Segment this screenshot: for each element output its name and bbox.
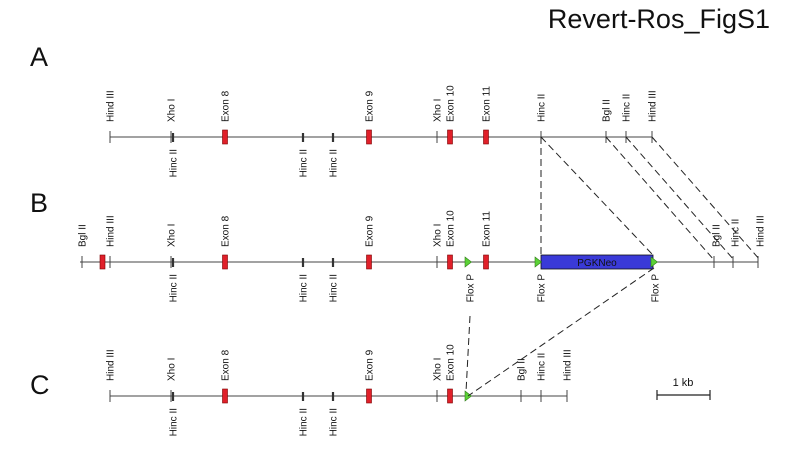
panel-a-label: Exon 9 [365, 90, 376, 122]
panel-c-label: Bgl II [517, 358, 528, 381]
panel-a-label: Bgl II [602, 99, 613, 122]
panel-c-label: Xho I [433, 358, 444, 381]
panel-b-label: Exon 9 [365, 215, 376, 247]
panel-letter-c: C [30, 370, 50, 400]
panel-a-label: Hind III [648, 90, 659, 122]
panel-b-label: Hind III [106, 215, 117, 247]
figure-title: Revert-Ros_FigS1 [547, 4, 770, 34]
loxp-site-2 [534, 256, 542, 268]
dashed-link-a-b [540, 136, 653, 255]
panel-b-exon [99, 254, 106, 270]
panel-a-label: Exon 11 [482, 86, 493, 122]
panel-b-label: Hind III [756, 215, 767, 247]
panel-a-exon [483, 129, 489, 145]
panel-a-label: Exon 10 [446, 85, 457, 122]
loxp-site-3 [650, 256, 658, 268]
panel-b-floxp-label: Flox P [651, 274, 662, 303]
panel-a-exon [447, 129, 453, 145]
dashed-link-a-b [625, 136, 735, 261]
panel-b-exon [483, 254, 489, 270]
panel-c-label: Hinc II [299, 408, 310, 436]
panel-b-label: Hinc II [329, 274, 340, 302]
panel-b-label: Hinc II [299, 274, 310, 302]
panel-c-label: Exon 8 [221, 349, 232, 381]
panel-a-label: Hinc II [169, 149, 180, 177]
dashed-link-b-c [467, 267, 655, 397]
panel-b-label: Exon 11 [482, 211, 493, 247]
panel-a-label: Hinc II [537, 94, 548, 122]
panel-c-label: Hinc II [329, 408, 340, 436]
panel-c-exon [447, 388, 453, 404]
panel-a-label: Hinc II [299, 149, 310, 177]
panel-c-exon [366, 388, 372, 404]
panel-a-label: Xho I [167, 99, 178, 122]
panel-letter-b: B [30, 188, 49, 218]
panel-a-label: Hinc II [329, 149, 340, 177]
panel-a-label: Hind III [106, 90, 117, 122]
panel-b-label: Bgl II [78, 224, 89, 247]
panel-c-label: Hinc II [537, 353, 548, 381]
panel-b-floxp-label: Flox P [537, 274, 548, 303]
panel-a-label: Hinc II [622, 94, 633, 122]
panel-c-label: Hind III [106, 349, 117, 381]
panel-b-exon [366, 254, 372, 270]
panel-c-exon [222, 388, 228, 404]
panel-a-label: Exon 8 [221, 90, 232, 122]
dashed-link-a-b [605, 136, 715, 261]
panel-a-exon [222, 129, 228, 145]
panel-c-label: Exon 9 [365, 349, 376, 381]
dashed-link-b-c [465, 315, 471, 393]
panel-b-label: Bgl II [712, 224, 723, 247]
panel-letter-a: A [30, 42, 49, 72]
panel-b-label: Exon 10 [446, 210, 457, 247]
panel-a-exon [366, 129, 372, 145]
panel-c-label: Xho I [167, 358, 178, 381]
scale-bar-label: 1 kb [673, 377, 694, 389]
panel-b-label: Hinc II [169, 274, 180, 302]
panel-a-label: Xho I [433, 99, 444, 122]
panel-b-exon [447, 254, 453, 270]
panel-c-label: Hinc II [169, 408, 180, 436]
panel-c-label: Exon 10 [446, 344, 457, 381]
loxp-site-1 [464, 256, 472, 268]
panel-b-label: Xho I [167, 224, 178, 247]
panel-b-exon [222, 254, 228, 270]
panel-b-label: Exon 8 [221, 215, 232, 247]
pgkneo-label: PGKNeo [577, 258, 617, 269]
panel-b-floxp-label: Flox P [466, 274, 477, 303]
panel-b-label: Xho I [433, 224, 444, 247]
panel-c-label: Hind III [563, 349, 574, 381]
dashed-link-a-b [651, 136, 761, 261]
